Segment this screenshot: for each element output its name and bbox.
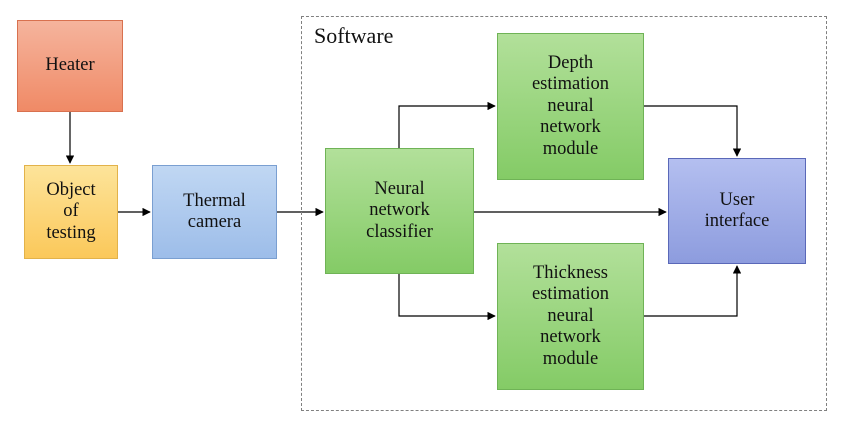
node-heater-label: Heater [45,55,95,76]
node-object-label: Object of testing [46,179,96,243]
node-heater: Heater [17,20,123,112]
node-depth-label: Depth estimation neural network module [531,52,610,159]
node-thermal-camera: Thermal camera [152,165,277,259]
edge-depth-to-ui [644,105,742,157]
node-ui-label: User interface [704,189,770,232]
node-object-of-testing: Object of testing [24,165,118,259]
node-neural-network-classifier: Neural network classifier [325,148,474,274]
node-classifier-label: Neural network classifier [366,178,433,242]
node-thickness-estimation-module: Thickness estimation neural network modu… [497,243,644,390]
node-thickness-label: Thickness estimation neural network modu… [531,262,610,369]
node-user-interface: User interface [668,158,806,264]
edge-classifier-to-depth [398,101,496,148]
node-depth-estimation-module: Depth estimation neural network module [497,33,644,180]
edge-thickness-to-ui [644,265,742,317]
software-group-frame [301,16,827,411]
software-group-label: Software [314,23,394,48]
edge-classifier-to-thickness [398,274,496,321]
node-camera-label: Thermal camera [183,190,246,233]
